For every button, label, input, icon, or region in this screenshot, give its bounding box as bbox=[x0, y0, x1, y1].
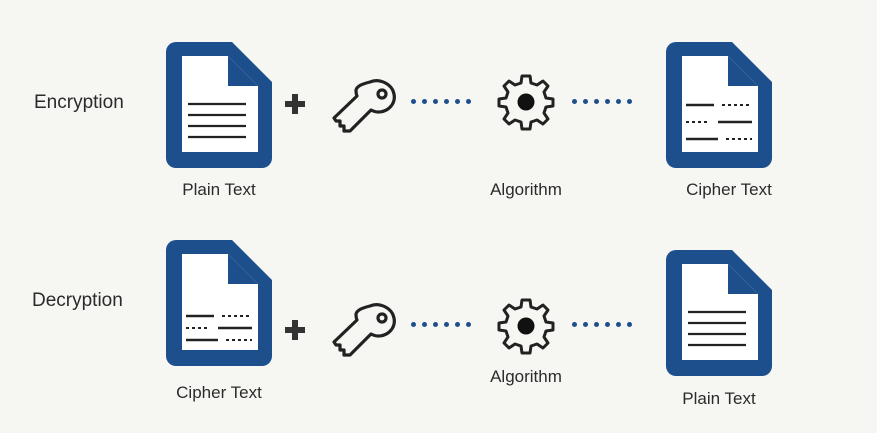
connector-dots bbox=[572, 322, 632, 327]
plain-text-document-icon bbox=[164, 40, 274, 170]
decryption-algorithm-caption: Algorithm bbox=[490, 367, 562, 386]
connector-dots bbox=[572, 99, 632, 104]
decryption-input-caption: Cipher Text bbox=[176, 383, 262, 402]
connector-dots bbox=[411, 322, 471, 327]
cipher-text-document-icon bbox=[164, 238, 274, 368]
key-icon bbox=[330, 300, 400, 360]
cipher-text-document-icon bbox=[664, 40, 774, 170]
decryption-label: Decryption bbox=[32, 290, 123, 311]
gear-icon bbox=[496, 296, 556, 356]
encryption-label: Encryption bbox=[34, 92, 124, 113]
decryption-output-caption: Plain Text bbox=[682, 389, 756, 408]
encryption-output-caption: Cipher Text bbox=[686, 180, 772, 199]
key-icon bbox=[330, 76, 400, 136]
encryption-input-caption: Plain Text bbox=[182, 180, 256, 199]
encryption-algorithm-caption: Algorithm bbox=[490, 180, 562, 199]
plain-text-document-icon bbox=[664, 248, 774, 378]
plus-icon bbox=[283, 318, 307, 342]
gear-icon bbox=[496, 72, 556, 132]
connector-dots bbox=[411, 99, 471, 104]
plus-icon bbox=[283, 92, 307, 116]
